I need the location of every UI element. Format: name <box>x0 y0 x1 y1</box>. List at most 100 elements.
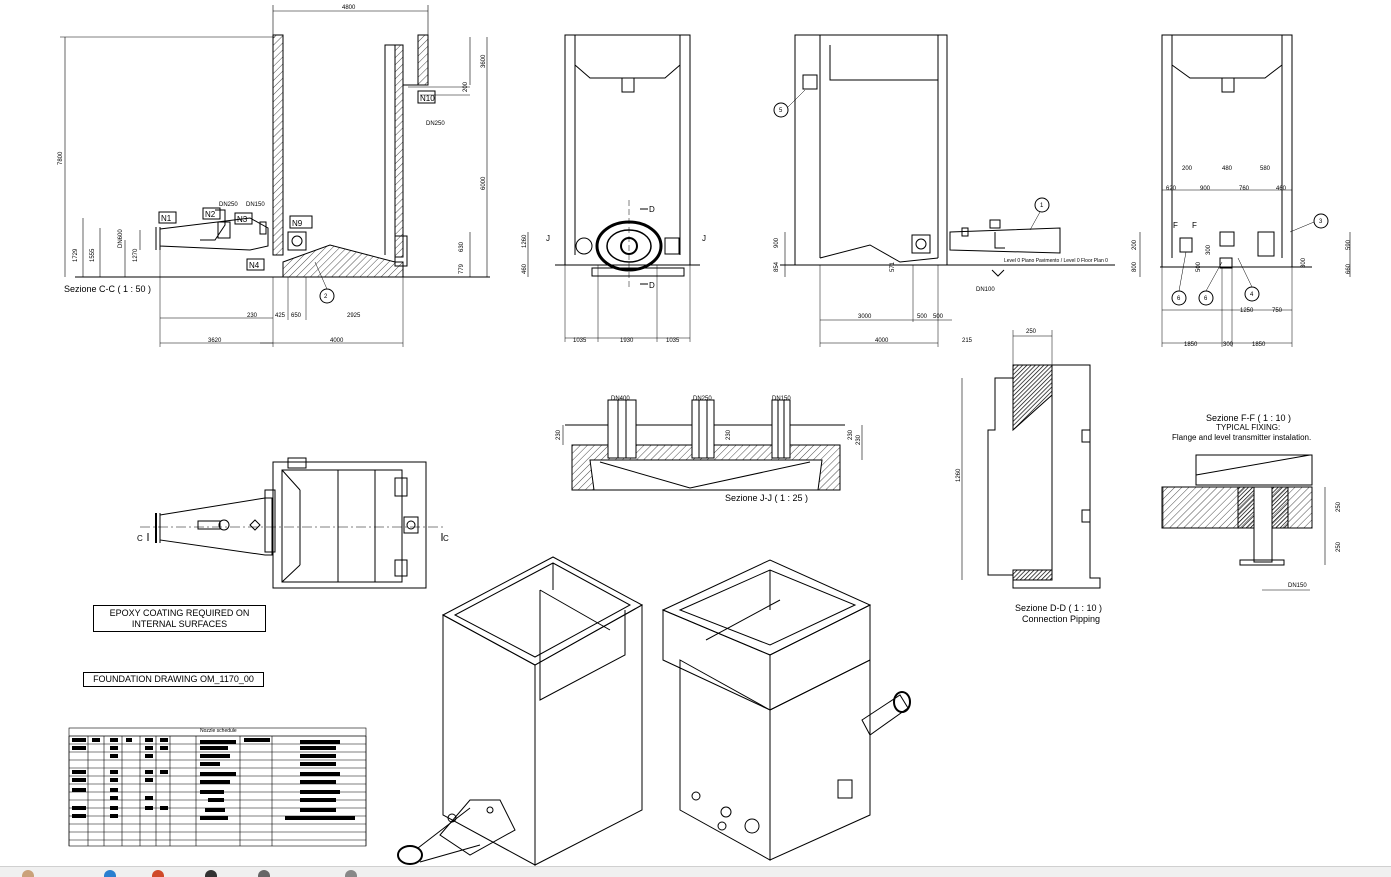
table-cell-text-block <box>244 738 270 742</box>
table-cell-text-block <box>110 796 118 800</box>
taskbar <box>0 866 1391 877</box>
table-cell-text-block <box>72 778 86 782</box>
section-ff-title: Sezione F-F ( 1 : 10 ) <box>1206 413 1292 423</box>
dimension-label: 1270 <box>133 248 139 262</box>
callout-number: 1 <box>1040 203 1044 209</box>
epoxy-coating-note: EPOXY COATING REQUIRED ON INTERNAL SURFA… <box>93 605 266 632</box>
callout-number: 3 <box>1319 219 1323 225</box>
dimension-label: 230 <box>247 313 258 319</box>
dimension-label: 4000 <box>330 338 344 344</box>
dimension-label: 300 <box>1206 244 1212 255</box>
dimension-label: 750 <box>1272 308 1283 314</box>
dimension-label: 3620 <box>208 338 222 344</box>
table-cell-text-block <box>110 806 118 810</box>
table-cell-text-block <box>300 754 336 758</box>
foundation-drawing-note: FOUNDATION DRAWING OM_1170_00 <box>83 672 264 687</box>
dimension-label: 1555 <box>90 248 96 262</box>
table-cell-text-block <box>145 746 153 750</box>
table-cell-text-block <box>72 770 86 774</box>
table-cell-text-block <box>300 780 336 784</box>
section-ff-line2: TYPICAL FIXING: <box>1216 423 1281 432</box>
dimension-label: 900 <box>774 237 780 248</box>
table-cell-text-block <box>160 806 168 810</box>
section-ff-line3: Flange and level transmitter instalation… <box>1172 433 1312 442</box>
table-cell-text-block <box>110 788 118 792</box>
section-letter: F <box>1192 221 1197 230</box>
taskbar-app-icon[interactable] <box>152 870 164 877</box>
table-cell-text-block <box>300 808 336 812</box>
table-cell-text-block <box>110 778 118 782</box>
dimension-label: 800 <box>1132 261 1138 272</box>
table-cell-text-block <box>300 772 340 776</box>
dimension-label: 300 <box>1223 342 1234 348</box>
dimension-label: 779 <box>459 263 465 274</box>
section-cc-view <box>60 5 490 347</box>
dimension-label: 230 <box>726 429 732 440</box>
dimension-label: DN250 <box>693 396 712 402</box>
callout-number: 4 <box>1250 292 1254 298</box>
table-cell-text-block <box>200 780 230 784</box>
dimension-label: 4800 <box>342 5 356 11</box>
table-cell-text-block <box>200 740 236 744</box>
dimension-label: 230 <box>856 434 862 445</box>
dimension-label: 590 <box>1346 239 1352 250</box>
table-cell-text-block <box>72 814 86 818</box>
dimension-label: DN150 <box>246 202 265 208</box>
dimension-label: 215 <box>962 338 973 344</box>
dimension-label: 4000 <box>875 338 889 344</box>
dimension-label: 620 <box>1166 186 1177 192</box>
table-cell-text-block <box>92 738 100 742</box>
section-dd-title: Sezione D-D ( 1 : 10 ) <box>1015 603 1103 613</box>
dimension-label: 425 <box>275 313 286 319</box>
table-cell-text-block <box>200 754 230 758</box>
dimension-label: 500 <box>933 314 944 320</box>
dimension-label: 3000 <box>858 314 872 320</box>
dimension-label: 3600 <box>481 54 487 68</box>
table-cell-text-block <box>205 808 225 812</box>
dimension-label: DN400 <box>611 396 630 402</box>
epoxy-note-line1: EPOXY COATING REQUIRED ON <box>109 608 250 618</box>
table-cell-text-block <box>285 816 355 820</box>
dimension-label: 1260 <box>956 468 962 482</box>
table-cell-text-block <box>200 790 224 794</box>
dimension-label: DN250 <box>219 202 238 208</box>
table-cell-text-block <box>300 746 336 750</box>
dimension-label: 230 <box>848 429 854 440</box>
dimension-label: DN150 <box>772 396 791 402</box>
table-cell-text-block <box>200 762 220 766</box>
taskbar-app-icon[interactable] <box>205 870 217 877</box>
table-cell-text-block <box>110 814 118 818</box>
callout-number: 2 <box>324 294 328 300</box>
callout-number: 5 <box>779 108 783 114</box>
dimension-label: 2925 <box>347 313 361 319</box>
dimension-label: 7800 <box>58 151 64 165</box>
taskbar-app-icon[interactable] <box>104 870 116 877</box>
table-cell-text-block <box>72 788 86 792</box>
dimension-label: 900 <box>1200 186 1211 192</box>
section-letter: D <box>649 281 655 290</box>
dimension-label: 1729 <box>73 248 79 262</box>
dimension-label: DN250 <box>426 121 445 127</box>
dimension-label: 760 <box>1239 186 1250 192</box>
epoxy-note-line2: INTERNAL SURFACES <box>131 619 228 629</box>
table-cell-text-block <box>110 746 118 750</box>
dimension-label: 200 <box>1132 239 1138 250</box>
taskbar-app-icon[interactable] <box>22 870 34 877</box>
table-cell-text-block <box>300 762 336 766</box>
table-cell-text-block <box>200 746 228 750</box>
dimension-label: 1250 <box>1240 308 1254 314</box>
dimension-label: 854 <box>774 261 780 272</box>
side-view <box>773 34 1115 347</box>
isometric-view-left <box>397 556 644 866</box>
dimension-label: 480 <box>1222 166 1233 172</box>
table-cell-text-block <box>72 806 86 810</box>
dimension-label: 250 <box>1336 501 1342 512</box>
table-cell-text-block <box>145 806 153 810</box>
taskbar-app-icon[interactable] <box>258 870 270 877</box>
dimension-label: 460 <box>522 263 528 274</box>
taskbar-app-icon[interactable] <box>345 870 357 877</box>
front-view <box>527 34 700 342</box>
nozzle-tag: N4 <box>249 261 260 270</box>
dimension-label: 230 <box>556 429 562 440</box>
